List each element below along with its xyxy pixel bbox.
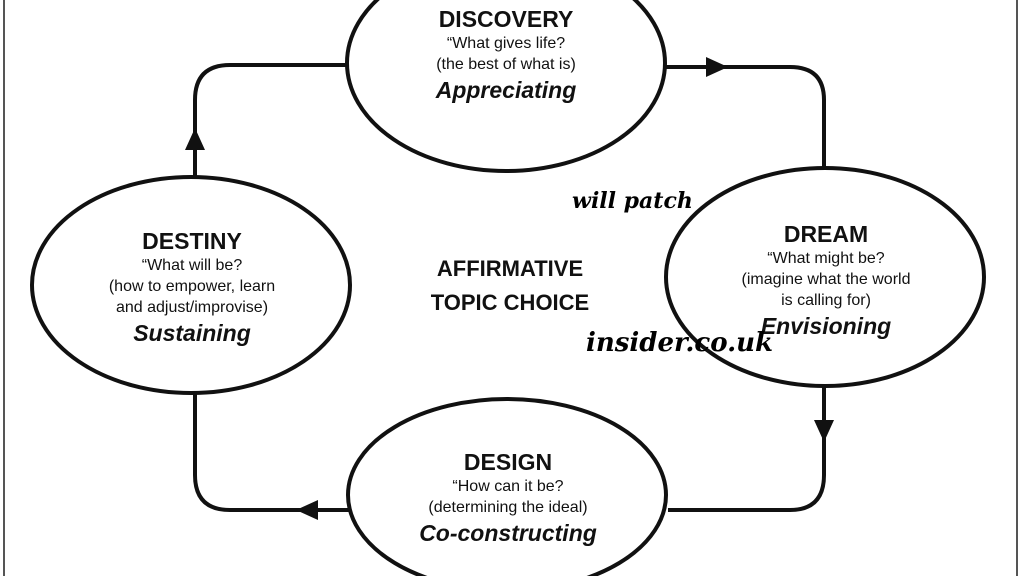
discovery-line-2: (the best of what is) [436,56,576,73]
destiny-ellipse [30,175,352,395]
connector-destiny-to-discovery [193,63,348,176]
discovery-verb: Appreciating [435,77,577,103]
dream-line-2: (imagine what the world [741,270,911,288]
design-verb: Co-constructing [419,520,597,546]
design-title: DESIGN [463,449,553,475]
design-ellipse [346,397,668,576]
destiny-line-1: “What will be? [141,256,243,274]
destiny-title: DESTINY [142,227,242,254]
dream-verb: Envisioning [760,312,892,339]
dream-line-1: “What might be? [767,249,885,267]
dream-line-3: is calling for) [781,291,871,309]
destiny-line-3: and adjust/improvise) [115,298,269,316]
watermark-will-patch: will patch [572,188,693,214]
destiny-line-2: (how to empower, learn [108,277,276,295]
destiny-verb: Sustaining [133,319,251,346]
dream-title: DREAM [783,220,869,247]
discovery-node: DISCOVERY “What gives life? (the best of… [380,0,632,110]
destiny-node: DESTINY “What will be? (how to empower, … [66,218,318,356]
watermark-insider: insider.co.uk [586,328,774,358]
design-line-1: “How can it be? [452,478,564,495]
arrowhead-to-design [814,420,834,442]
center-label-line-2: TOPIC CHOICE [430,290,590,315]
design-node: DESIGN “How can it be? (determining the … [382,442,634,554]
design-line-2: (determining the ideal) [428,499,588,516]
connector-discovery-to-dream [665,65,826,168]
arrowhead-to-discovery [185,128,205,150]
left-frame-line [3,0,5,576]
discovery-line-1: “What gives life? [446,35,566,52]
center-label-line-1: AFFIRMATIVE [436,256,584,281]
discovery-title: DISCOVERY [438,6,574,32]
arrowhead-to-dream [706,57,728,77]
connector-design-to-destiny [193,394,350,512]
arrowhead-to-destiny [296,500,318,520]
center-label: AFFIRMATIVE TOPIC CHOICE [400,252,620,320]
discovery-ellipse [345,0,667,173]
connector-dream-to-design [668,386,826,512]
dream-node: DREAM “What might be? (imagine what the … [700,210,952,350]
dream-ellipse [664,166,986,388]
right-frame-line [1016,0,1018,576]
